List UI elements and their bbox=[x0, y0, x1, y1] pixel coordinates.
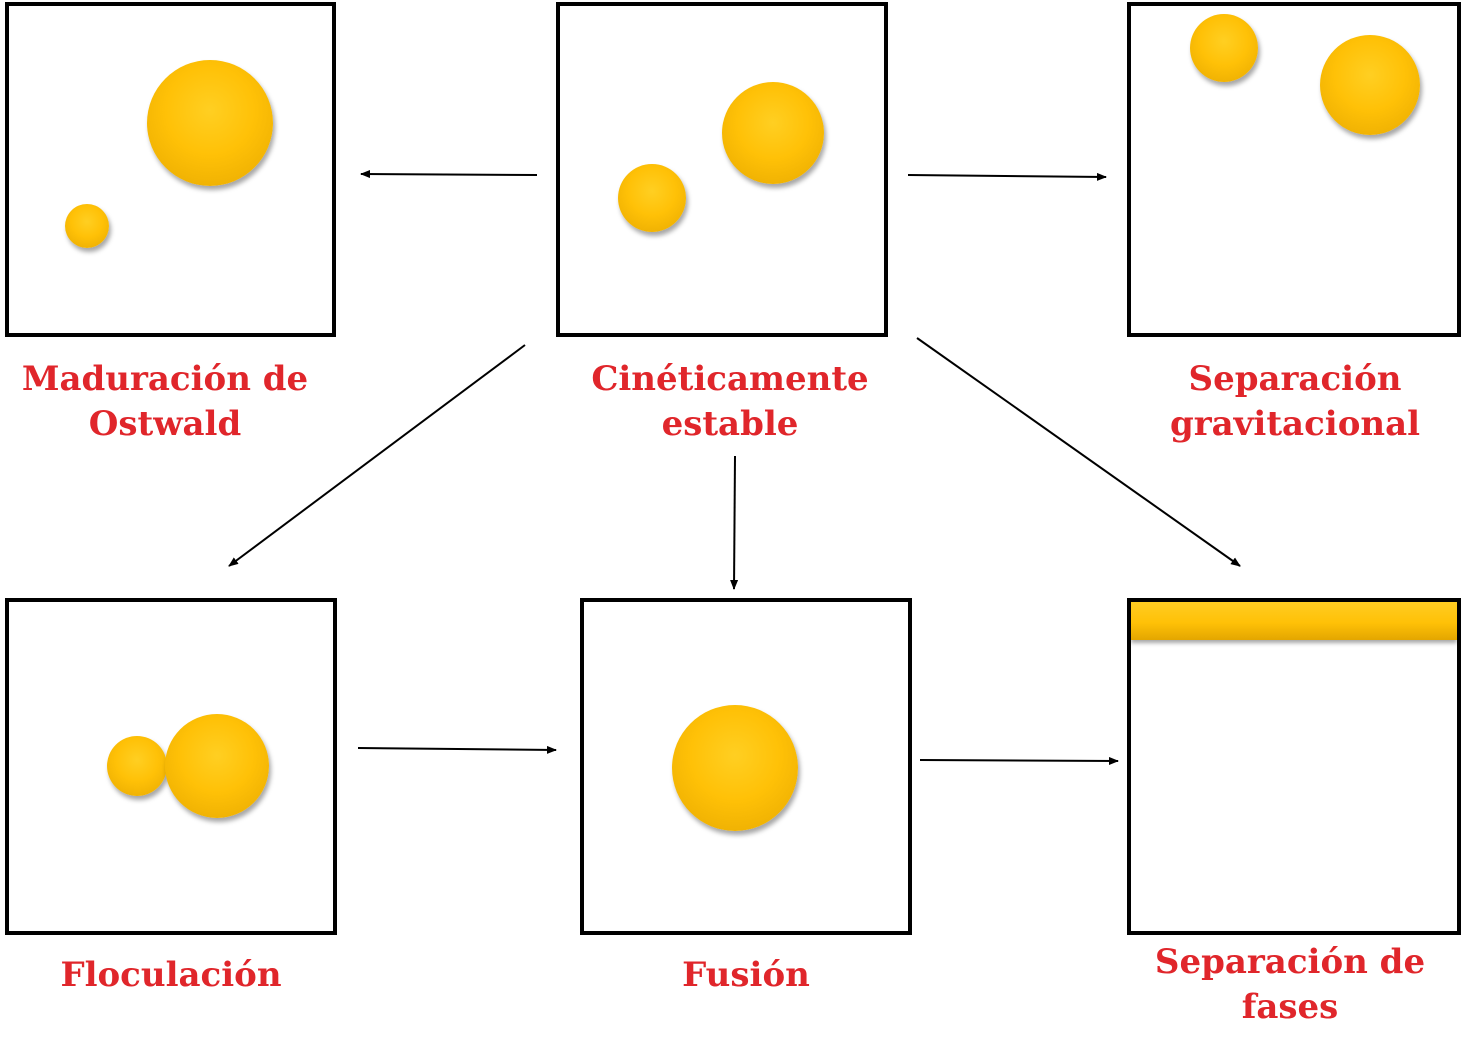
large-droplet bbox=[722, 82, 824, 184]
label-line: estable bbox=[661, 404, 799, 444]
small-droplet bbox=[618, 164, 686, 232]
large-droplet bbox=[165, 714, 269, 818]
oil-layer bbox=[1131, 602, 1457, 640]
label-line: Ostwald bbox=[88, 404, 242, 444]
arrow-stable-to-flocculation bbox=[228, 344, 526, 567]
label-gravitational-separation: Separación gravitacional bbox=[1125, 357, 1465, 447]
panel-kinetically-stable bbox=[556, 2, 888, 337]
panel-gravitational-separation bbox=[1127, 2, 1461, 337]
label-line: gravitacional bbox=[1169, 404, 1421, 444]
large-droplet bbox=[147, 60, 273, 186]
arrow-flocculation-to-fusion bbox=[357, 745, 557, 754]
large-droplet bbox=[1320, 35, 1420, 135]
arrow-stable-to-phase-separation bbox=[916, 337, 1241, 567]
small-droplet bbox=[65, 204, 109, 248]
panel-phase-separation bbox=[1127, 598, 1461, 935]
label-line: Separación de bbox=[1154, 942, 1426, 982]
arrow-stable-to-gravitational bbox=[907, 172, 1107, 181]
label-flocculation: Floculación bbox=[0, 953, 342, 998]
label-line: Maduración de bbox=[21, 359, 309, 399]
panel-fusion bbox=[580, 598, 912, 935]
label-phase-separation: Separación de fases bbox=[1120, 940, 1460, 1030]
label-ostwald-ripening: Maduración de Ostwald bbox=[0, 357, 330, 447]
label-line: Separación bbox=[1188, 359, 1402, 399]
label-kinetically-stable: Cinéticamente estable bbox=[555, 357, 905, 447]
small-droplet bbox=[107, 736, 167, 796]
label-line: Floculación bbox=[60, 955, 282, 995]
label-line: Fusión bbox=[682, 955, 810, 995]
merged-droplet bbox=[672, 705, 798, 831]
panel-ostwald-ripening bbox=[5, 2, 336, 337]
arrow-fusion-to-phase-separation bbox=[919, 756, 1119, 765]
arrow-stable-to-fusion bbox=[730, 455, 739, 590]
label-line: Cinéticamente bbox=[591, 359, 869, 399]
arrow-stable-to-ostwald bbox=[360, 170, 538, 179]
panel-flocculation bbox=[5, 598, 337, 935]
label-line: fases bbox=[1241, 987, 1339, 1027]
label-fusion: Fusión bbox=[576, 953, 916, 998]
small-droplet bbox=[1190, 14, 1258, 82]
